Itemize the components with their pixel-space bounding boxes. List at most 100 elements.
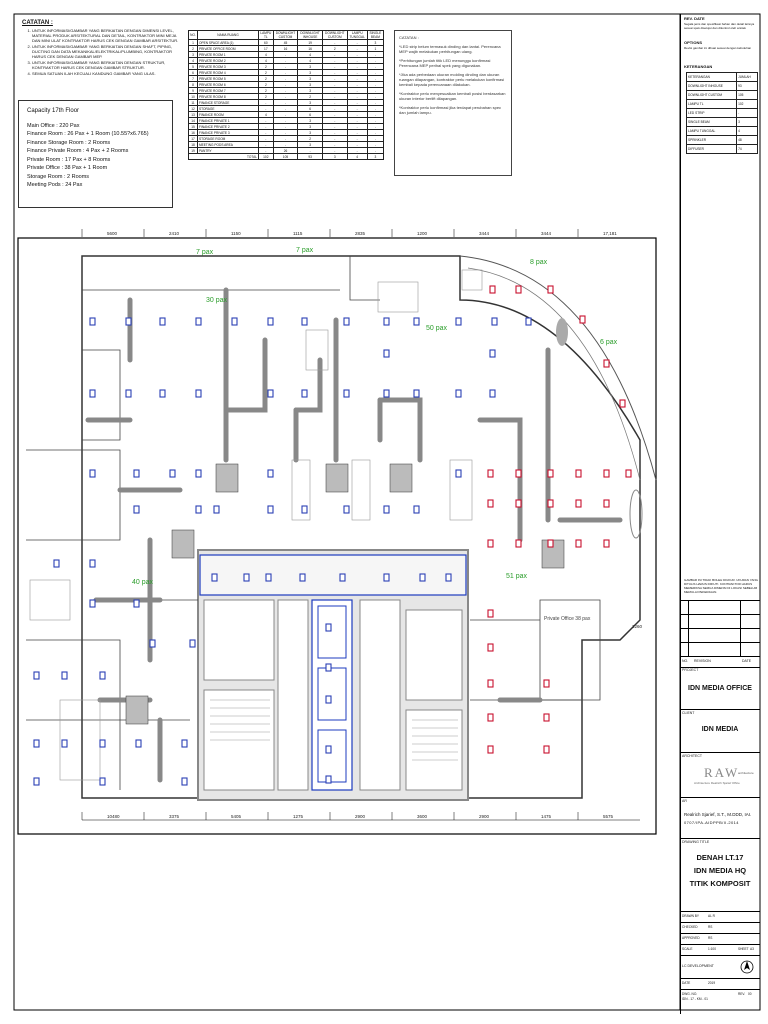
downlight-custom <box>575 469 582 478</box>
downlight-inhouse <box>455 469 462 478</box>
drawing-title-block: DRAWING TITLE DENAH LT.17 IDN MEDIA HQ T… <box>680 839 760 912</box>
pax-label: 30 pax <box>206 297 228 304</box>
capacity-line: Storage Room : 2 Rooms <box>27 173 90 180</box>
pax-label: 6 pax <box>600 339 618 346</box>
note-item: UNTUK INFORMASI/GAMBAR YANG BERKAITAN DE… <box>32 28 182 43</box>
downlight-inhouse <box>99 671 106 680</box>
dimension-label: 5405 <box>231 814 242 819</box>
stair-b <box>405 709 463 791</box>
downlight-inhouse <box>343 317 350 326</box>
downlight-inhouse <box>33 671 40 680</box>
notes-title: CATATAN : <box>22 20 53 26</box>
legend-label: DIFFUSER <box>685 144 738 154</box>
downlight-inhouse <box>491 317 498 326</box>
downlight-inhouse <box>33 739 40 748</box>
architect-block: ARCHITECT RAW architecture Architecture … <box>680 753 760 798</box>
pax-label: 8 pax <box>530 259 548 266</box>
downlight-inhouse <box>89 559 96 568</box>
core-room-a <box>203 599 275 681</box>
catatan-item: *Kontraktor perlu menyesuaikan kembali p… <box>399 91 506 101</box>
project-name: IDN MEDIA OFFICE <box>688 685 752 692</box>
core-corridor <box>199 554 467 596</box>
legend-title: KETERANGAN <box>684 64 713 69</box>
scale-label: SCALE <box>682 947 693 951</box>
legend-label: LAMPU TL <box>685 99 738 109</box>
downlight-custom <box>487 499 494 508</box>
downlight-inhouse <box>419 573 426 582</box>
dwg-no-label: DWG. NO. <box>682 992 698 996</box>
downlight-custom <box>487 609 494 618</box>
capacity-line: Finance Room : 26 Pax + 1 Room (10.55?x6… <box>27 131 149 137</box>
architect-label: ARCHITECT <box>682 754 703 758</box>
curved-facade <box>459 255 657 481</box>
downlight-inhouse <box>383 349 390 358</box>
dimension-label: 3444 <box>541 231 552 236</box>
downlight-inhouse <box>301 317 308 326</box>
downlight-inhouse <box>89 469 96 478</box>
downlight-inhouse <box>413 389 420 398</box>
legend-label: SPRINKLER <box>685 135 738 145</box>
downlight-custom <box>487 469 494 478</box>
downlight-inhouse <box>159 317 166 326</box>
dimension-label: 3444 <box>479 231 490 236</box>
downlight-custom <box>603 469 610 478</box>
lift-shaft-3 <box>317 729 347 783</box>
column-round <box>556 318 568 346</box>
downlight-inhouse <box>33 777 40 786</box>
downlight-custom-fixtures <box>487 285 632 754</box>
ar-name: Realrich Sjarief, S.T., M.DDD, IAI. <box>684 812 752 817</box>
downlight-inhouse <box>325 623 332 632</box>
checked-label: CHECKED <box>682 925 698 929</box>
downlight-custom <box>603 499 610 508</box>
legend-label: LAMPU TUNGGAL <box>685 126 738 136</box>
status-label: LC DEVELOPMENT <box>682 964 714 968</box>
catatan-title: CATATAN : <box>399 35 419 40</box>
note-item: UNTUK INFORMASI/GAMBAR YANG BERKAITAN DE… <box>32 44 182 59</box>
legend-label: DOWNLIGHT CUSTOM <box>685 90 738 100</box>
toilet-room <box>405 609 463 701</box>
downlight-inhouse <box>195 505 202 514</box>
legend-count: 93 <box>736 81 758 91</box>
partitions <box>26 256 601 790</box>
pax-label: 51 pax <box>506 573 528 580</box>
downlight-custom <box>575 499 582 508</box>
downlight-inhouse <box>61 671 68 680</box>
date-col: DATE <box>742 659 752 663</box>
options-title: OPTIONS <box>684 40 703 45</box>
catatan-box: CATATAN : *LED strip belum termasuk dind… <box>394 30 512 176</box>
client-name: IDN MEDIA <box>701 726 739 733</box>
catatan-item: *Jika ada perbedaan ukuran molding dindi… <box>399 72 505 87</box>
downlight-inhouse <box>325 695 332 704</box>
client-block: CLIENT IDN MEDIA <box>680 710 760 753</box>
downlight-custom <box>487 679 494 688</box>
building-outline <box>81 255 641 799</box>
downlight-inhouse <box>231 317 238 326</box>
downlight-custom <box>515 285 522 294</box>
downlight-inhouse <box>267 505 274 514</box>
downlight-inhouse <box>125 317 132 326</box>
downlight-inhouse <box>89 317 96 326</box>
downlight-inhouse <box>99 777 106 786</box>
air-ducts <box>85 287 623 783</box>
dimension-label: 1275 <box>293 814 304 819</box>
downlight-inhouse <box>89 599 96 608</box>
downlight-custom <box>603 359 610 368</box>
downlight-inhouse <box>243 573 250 582</box>
legend-count: 48 <box>736 135 758 145</box>
meta-block: DRAWN BY AL R CHECKED RS APPROVED RS SCA… <box>680 912 760 1010</box>
approved-value: RS <box>708 936 713 940</box>
downlight-inhouse <box>489 389 496 398</box>
sheet-value: A3 <box>750 947 754 951</box>
downlight-inhouse <box>195 469 202 478</box>
project-label: PROJECT <box>682 668 699 672</box>
downlight-inhouse <box>265 573 272 582</box>
dimension-label: 1150 <box>231 231 241 236</box>
downlight-inhouse <box>267 389 274 398</box>
downlight-inhouse <box>267 469 274 478</box>
drawing-title-line-1: DENAH LT.17 <box>696 853 744 862</box>
